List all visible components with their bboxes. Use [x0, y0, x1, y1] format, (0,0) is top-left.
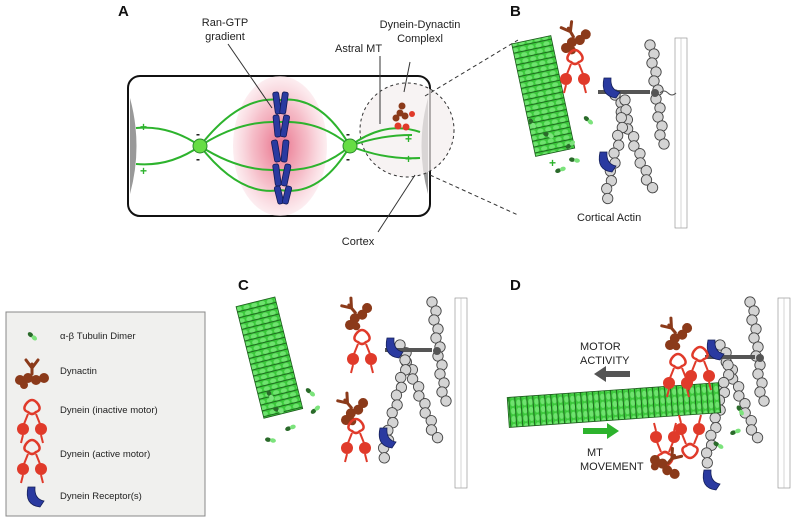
chromosomes — [271, 91, 293, 205]
dynactin — [651, 309, 700, 357]
panel-letter-d: D — [510, 277, 521, 294]
legend-label: Dynein (active motor) — [60, 449, 150, 460]
legend: α-β Tubulin Dimer Dynactin Dynein (inact… — [5, 311, 206, 517]
panel-letter-c: C — [238, 277, 249, 294]
legend-label: Dynein (inactive motor) — [60, 405, 158, 416]
panel-letter-b: B — [510, 3, 521, 20]
minus-sign: - — [346, 127, 350, 141]
motor-activity-label-2: ACTIVITY — [580, 355, 630, 367]
dynactin — [331, 289, 380, 337]
plus-sign: + — [405, 152, 412, 166]
dynactin — [327, 384, 376, 432]
cortex-left — [130, 98, 137, 194]
motor-activity-arrow — [594, 366, 630, 382]
ran-gtp-gradient — [233, 76, 327, 216]
plasma-membrane — [454, 297, 468, 489]
panel-a-cell: + + + + - - - - Ran-GTP gradient Astral … — [127, 17, 519, 248]
microtubule — [235, 296, 304, 419]
plus-sign: + — [549, 156, 556, 170]
astral-mt-label: Astral MT — [335, 43, 382, 55]
cortical-actin-filaments — [686, 296, 770, 470]
cortical-actin-label: Cortical Actin — [577, 212, 641, 224]
legend-label: Dynein Receptor(s) — [60, 491, 142, 502]
dynein-inactive — [558, 48, 592, 95]
minus-sign: - — [346, 152, 350, 166]
panel-c — [235, 289, 468, 489]
cortical-actin-filaments — [363, 296, 452, 465]
plus-sign: + — [405, 132, 412, 146]
mt-movement-label-2: MOVEMENT — [580, 461, 644, 473]
dynein-dynactin-small — [392, 102, 415, 131]
legend-label: α-β Tubulin Dimer — [60, 331, 136, 342]
dynein-receptor — [702, 469, 721, 491]
motor-activity-label: MOTOR — [580, 341, 621, 353]
minus-sign: - — [196, 152, 200, 166]
plasma-membrane — [674, 37, 688, 229]
panel-d: MOTOR ACTIVITY MT MOVEMENT — [506, 296, 791, 491]
microtubule — [511, 35, 576, 157]
dynein-receptor — [602, 77, 621, 99]
centrosome-right — [342, 138, 358, 154]
dynein-active — [339, 417, 373, 464]
minus-sign: - — [196, 127, 200, 141]
dynein-inactive — [345, 328, 379, 375]
dynein-dynactin-label: Dynein-Dynactin — [380, 19, 461, 31]
plasma-membrane — [777, 297, 791, 489]
ran-gtp-label-2: gradient — [205, 31, 245, 43]
mt-movement-label: MT — [587, 447, 603, 459]
mt-movement-arrow — [583, 423, 619, 439]
plus-sign: + — [140, 120, 147, 134]
legend-box — [5, 311, 206, 517]
centrosome-left — [192, 138, 208, 154]
cortex-label: Cortex — [342, 236, 375, 248]
panel-letter-a: A — [118, 3, 129, 20]
dynein-dynactin-label-2: Complexl — [397, 33, 443, 45]
legend-label: Dynactin — [60, 366, 97, 377]
panel-b-zoom: + Cortical Actin — [511, 14, 688, 229]
cortical-actin-filaments — [587, 39, 670, 206]
ran-gtp-label: Ran-GTP — [202, 17, 248, 29]
dynactin — [550, 14, 598, 60]
plus-sign: + — [140, 164, 147, 178]
